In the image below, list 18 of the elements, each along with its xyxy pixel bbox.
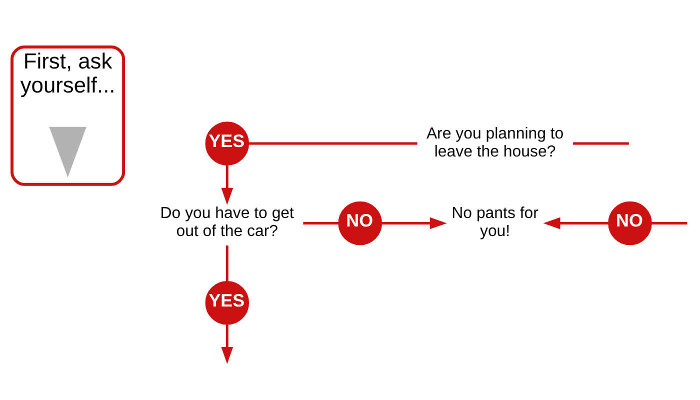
node-text: No pants for you! — [452, 205, 538, 240]
connector — [573, 142, 629, 145]
connector — [226, 246, 228, 282]
connector — [652, 222, 688, 224]
cluster: First, ask yourself... — [10, 45, 126, 186]
node-person — [49, 126, 86, 178]
arrow — [382, 217, 447, 230]
arrow — [221, 165, 234, 205]
arrow — [543, 217, 608, 230]
connector — [248, 142, 418, 145]
node-circle: YES — [205, 122, 250, 166]
connector — [303, 222, 339, 224]
node-circle: NO — [608, 201, 652, 246]
arrow — [221, 324, 234, 364]
node-circle: NO — [338, 201, 382, 246]
node-text: Are you planning to leave the house? — [426, 125, 564, 160]
node-text: Do you have to get out of the car? — [160, 205, 294, 240]
node-circle: YES — [205, 280, 250, 325]
